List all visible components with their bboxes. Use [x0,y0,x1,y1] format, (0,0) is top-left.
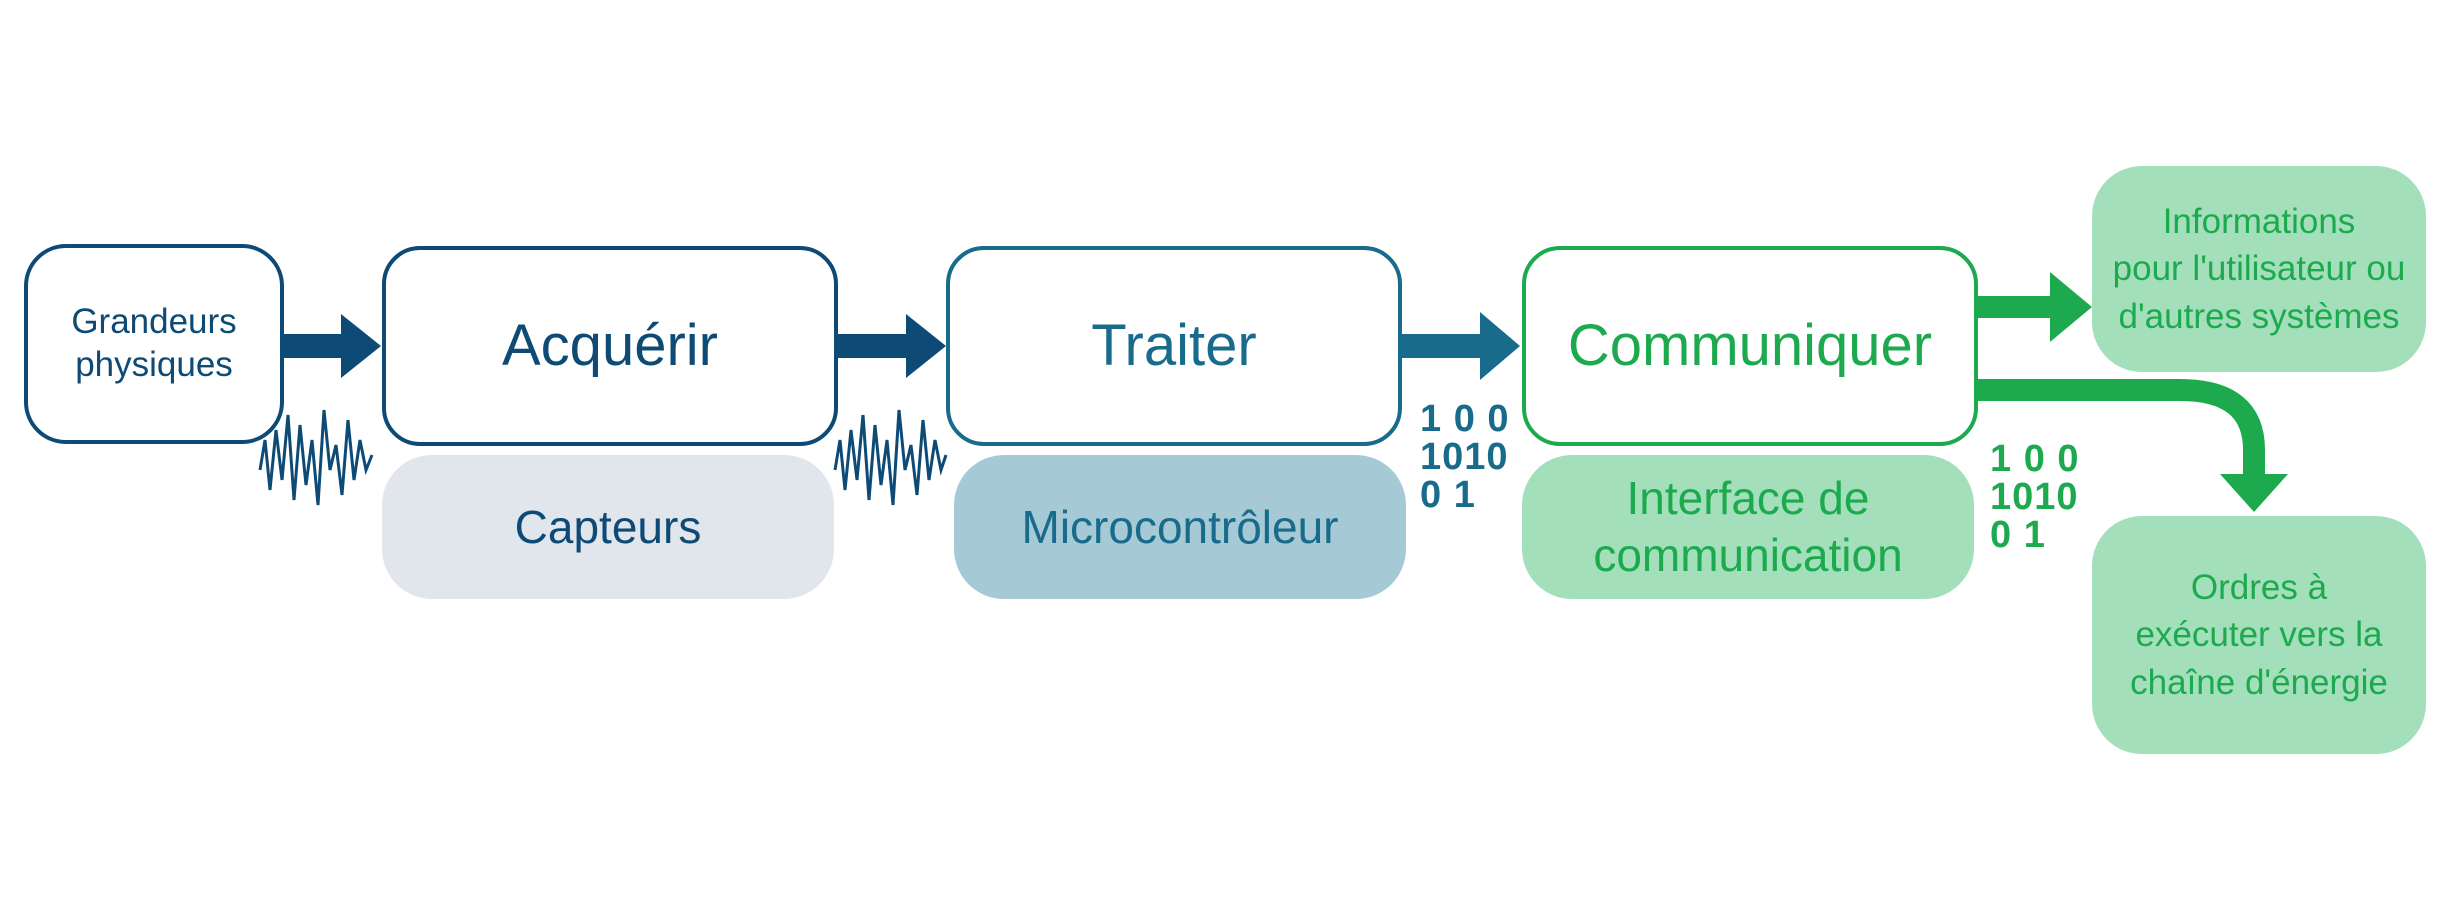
informations-output-label: Informations pour l'utilisateur ou d'aut… [2112,202,2406,336]
interface-communication-label: Interface de communication [1593,471,1903,582]
grandeurs-physiques-box: Grandeurs physiques [24,244,284,444]
communiquer-label: Communiquer [1567,312,1933,378]
arrow-acquerir-to-traiter [838,314,946,378]
binary-data-icon: 1 0 0 1010 0 1 [1420,398,1510,516]
microcontroleur-label: Microcontrôleur [1021,500,1339,553]
communiquer-box: Communiquer [1522,246,1978,446]
analog-signal-icon [258,409,374,506]
informations-output-box: Informations pour l'utilisateur ou d'aut… [2092,166,2426,372]
arrow-to-ordres [1978,379,2288,512]
interface-communication-box: Interface de communication [1522,455,1974,599]
acquerir-box: Acquérir [382,246,838,446]
binary-data-icon: 1 0 0 1010 0 1 [1990,438,2080,556]
ordres-output-box: Ordres à exécuter vers la chaîne d'énerg… [2092,516,2426,754]
arrow-traiter-to-communiquer [1402,312,1520,380]
microcontroleur-box: Microcontrôleur [954,455,1406,599]
grandeurs-physiques-label: Grandeurs physiques [71,302,237,384]
acquerir-label: Acquérir [502,312,718,378]
analog-signal-icon [833,409,948,506]
arrow-to-informations [1978,272,2092,342]
capteurs-box: Capteurs [382,455,834,599]
capteurs-label: Capteurs [514,500,702,553]
traiter-box: Traiter [946,246,1402,446]
traiter-label: Traiter [1091,312,1257,378]
arrow-input-to-acquerir [283,314,381,378]
ordres-output-label: Ordres à exécuter vers la chaîne d'énerg… [2130,568,2388,702]
